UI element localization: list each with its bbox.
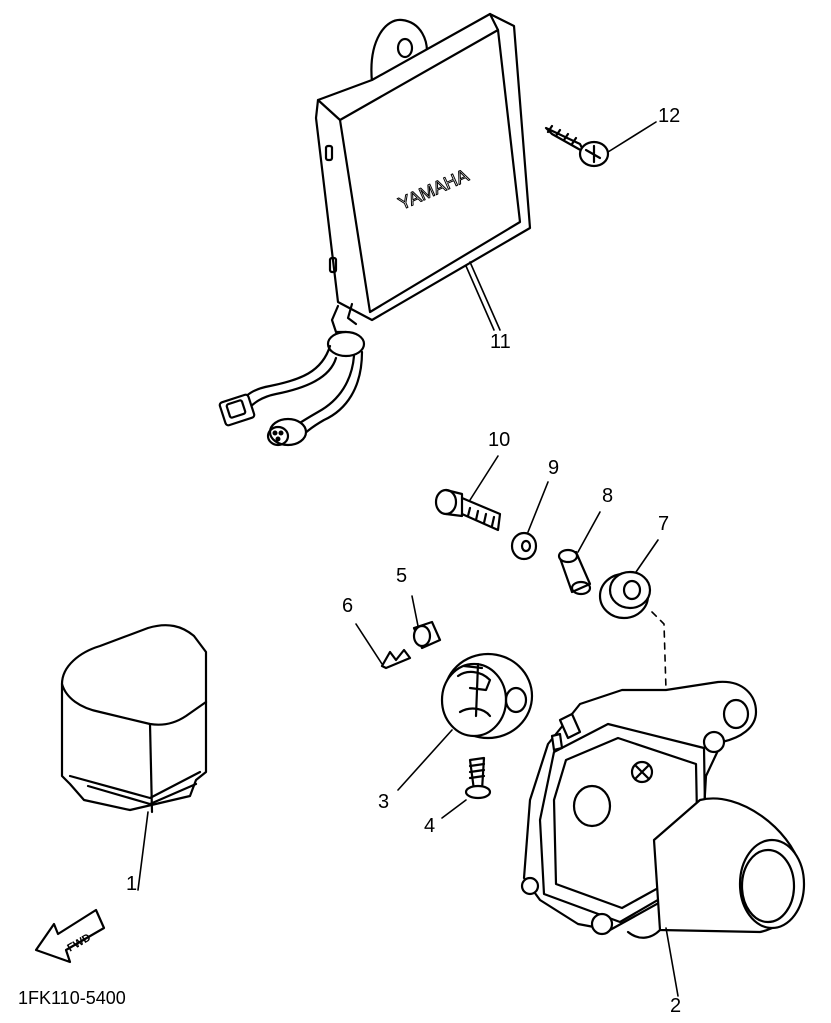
- screw-part-12: [544, 121, 657, 168]
- servo-motor-part-2: [520, 680, 806, 997]
- callout-2: 2: [670, 995, 682, 1017]
- spacer-part-5: [411, 595, 442, 650]
- callout-11: 11: [490, 331, 511, 353]
- relay-part-1: [60, 624, 208, 891]
- alignment-line: [651, 611, 667, 691]
- callout-6: 6: [342, 595, 354, 617]
- callout-1: 1: [126, 873, 138, 895]
- callout-4: 4: [424, 815, 436, 837]
- pin-part-6: [355, 623, 412, 670]
- pulley-part-3: [397, 652, 534, 791]
- callout-8: 8: [602, 485, 614, 507]
- washer-part-9: [510, 481, 549, 561]
- screw-part-4: [441, 756, 492, 819]
- cdi-unit-part-11: [314, 12, 532, 331]
- callout-10: 10: [488, 429, 511, 451]
- bolt-part-10: [434, 455, 502, 532]
- forward-arrow-icon: [34, 908, 106, 964]
- callout-12: 12: [658, 105, 681, 127]
- diagram-code: 1FK110-5400: [18, 988, 126, 1008]
- callout-3: 3: [378, 791, 390, 813]
- collar-part-8: [557, 511, 601, 596]
- wiring-harness: [218, 302, 366, 447]
- callout-9: 9: [548, 457, 560, 479]
- callout-5: 5: [396, 565, 408, 587]
- callout-7: 7: [658, 513, 670, 535]
- damper-part-7: [598, 539, 659, 620]
